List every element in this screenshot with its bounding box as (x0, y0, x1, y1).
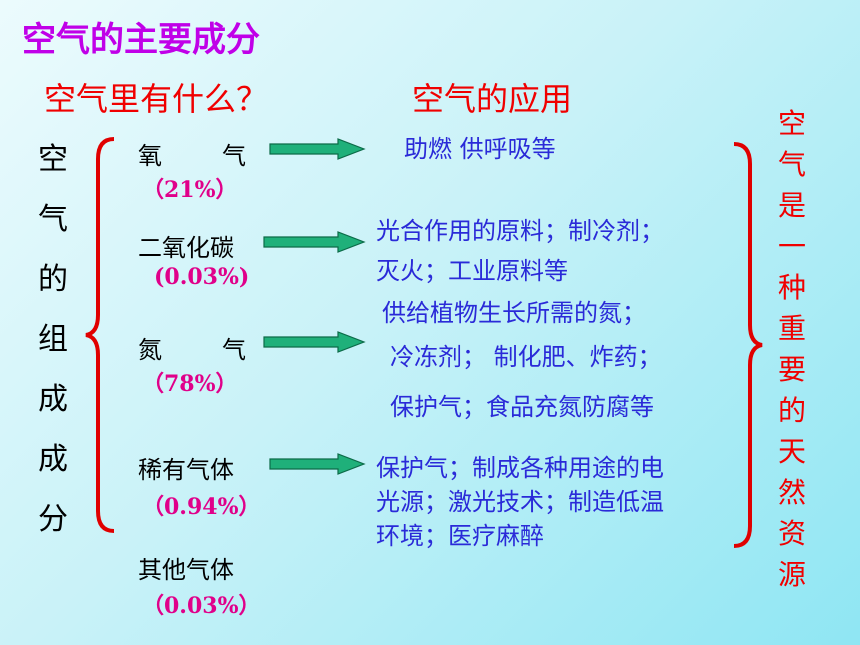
vertical-char: 组 (38, 322, 68, 357)
arrow-oxygen-icon (269, 138, 366, 160)
vertical-char: 空 (778, 107, 807, 140)
vertical-char: 成 (38, 442, 68, 477)
application-co2-line1: 光合作用的原料；制冷剂； (376, 217, 664, 245)
vertical-char: 要 (778, 353, 807, 386)
vertical-char: 气 (778, 148, 807, 181)
right-brace-path (733, 142, 763, 548)
arrow-shape (269, 138, 366, 160)
application-rare-line1: 保护气；制成各种用途的电 (376, 454, 664, 482)
composition-vertical-label: 空 气 的 组 成 成 分 (38, 145, 68, 535)
subtitle-left: 空气里有什么？ (44, 80, 269, 118)
gas-rare-label: 稀有气体 (138, 456, 234, 484)
left-brace (85, 137, 115, 533)
vertical-char: 资 (778, 517, 807, 550)
arrow-shape (263, 331, 366, 353)
gas-name-char: 氧 (138, 142, 162, 170)
right-brace (733, 142, 763, 548)
application-co2-line2: 灭火；工业原料等 (376, 257, 568, 285)
gas-nitrogen-label: 氮气 (138, 330, 246, 365)
vertical-char: 然 (778, 476, 807, 509)
application-oxygen: 助燃 供呼吸等 (404, 135, 556, 163)
vertical-char: 一 (778, 230, 807, 263)
arrow-co2-icon (263, 231, 366, 253)
vertical-char: 气 (38, 202, 68, 237)
vertical-char: 源 (778, 558, 807, 591)
vertical-char: 分 (38, 502, 68, 537)
gas-oxygen-percent: （21%） (142, 177, 238, 203)
gas-oxygen-label: 氧气 (138, 136, 246, 171)
vertical-char: 的 (38, 262, 68, 297)
left-brace-path (85, 137, 115, 533)
vertical-char: 重 (778, 312, 807, 345)
gas-name-char: 气 (222, 336, 246, 364)
gas-co2-percent: (0.03%) (154, 264, 250, 290)
vertical-char: 成 (38, 382, 68, 417)
gas-name-char: 气 (222, 142, 246, 170)
application-nitrogen-line2: 冷冻剂； 制化肥、炸药； (390, 343, 662, 371)
gas-nitrogen-percent: （78%） (142, 371, 238, 397)
gas-rare-percent: （0.94%） (142, 494, 261, 520)
arrow-rare-icon (269, 453, 366, 475)
gas-name-char: 氮 (138, 336, 162, 364)
resource-vertical-text: 空 气 是 一 种 重 要 的 天 然 资 源 (778, 110, 806, 589)
gas-co2-label: 二氧化碳 (138, 234, 234, 262)
vertical-char: 是 (778, 189, 807, 222)
vertical-char: 的 (778, 394, 807, 427)
arrow-shape (269, 453, 366, 475)
arrow-nitrogen-icon (263, 331, 366, 353)
application-nitrogen-line1: 供给植物生长所需的氮； (382, 299, 646, 327)
subtitle-right: 空气的应用 (412, 80, 573, 118)
arrow-shape (263, 231, 366, 253)
application-rare-line2: 光源；激光技术；制造低温 (376, 488, 664, 516)
application-nitrogen-line3: 保护气；食品充氮防腐等 (390, 393, 654, 421)
application-rare-line3: 环境；医疗麻醉 (376, 522, 544, 550)
vertical-char: 种 (778, 271, 807, 304)
vertical-char: 空 (38, 142, 68, 177)
gas-other-percent: （0.03%） (142, 593, 261, 619)
page-title: 空气的主要成分 (22, 20, 260, 60)
gas-other-label: 其他气体 (138, 556, 234, 584)
vertical-char: 天 (778, 435, 807, 468)
